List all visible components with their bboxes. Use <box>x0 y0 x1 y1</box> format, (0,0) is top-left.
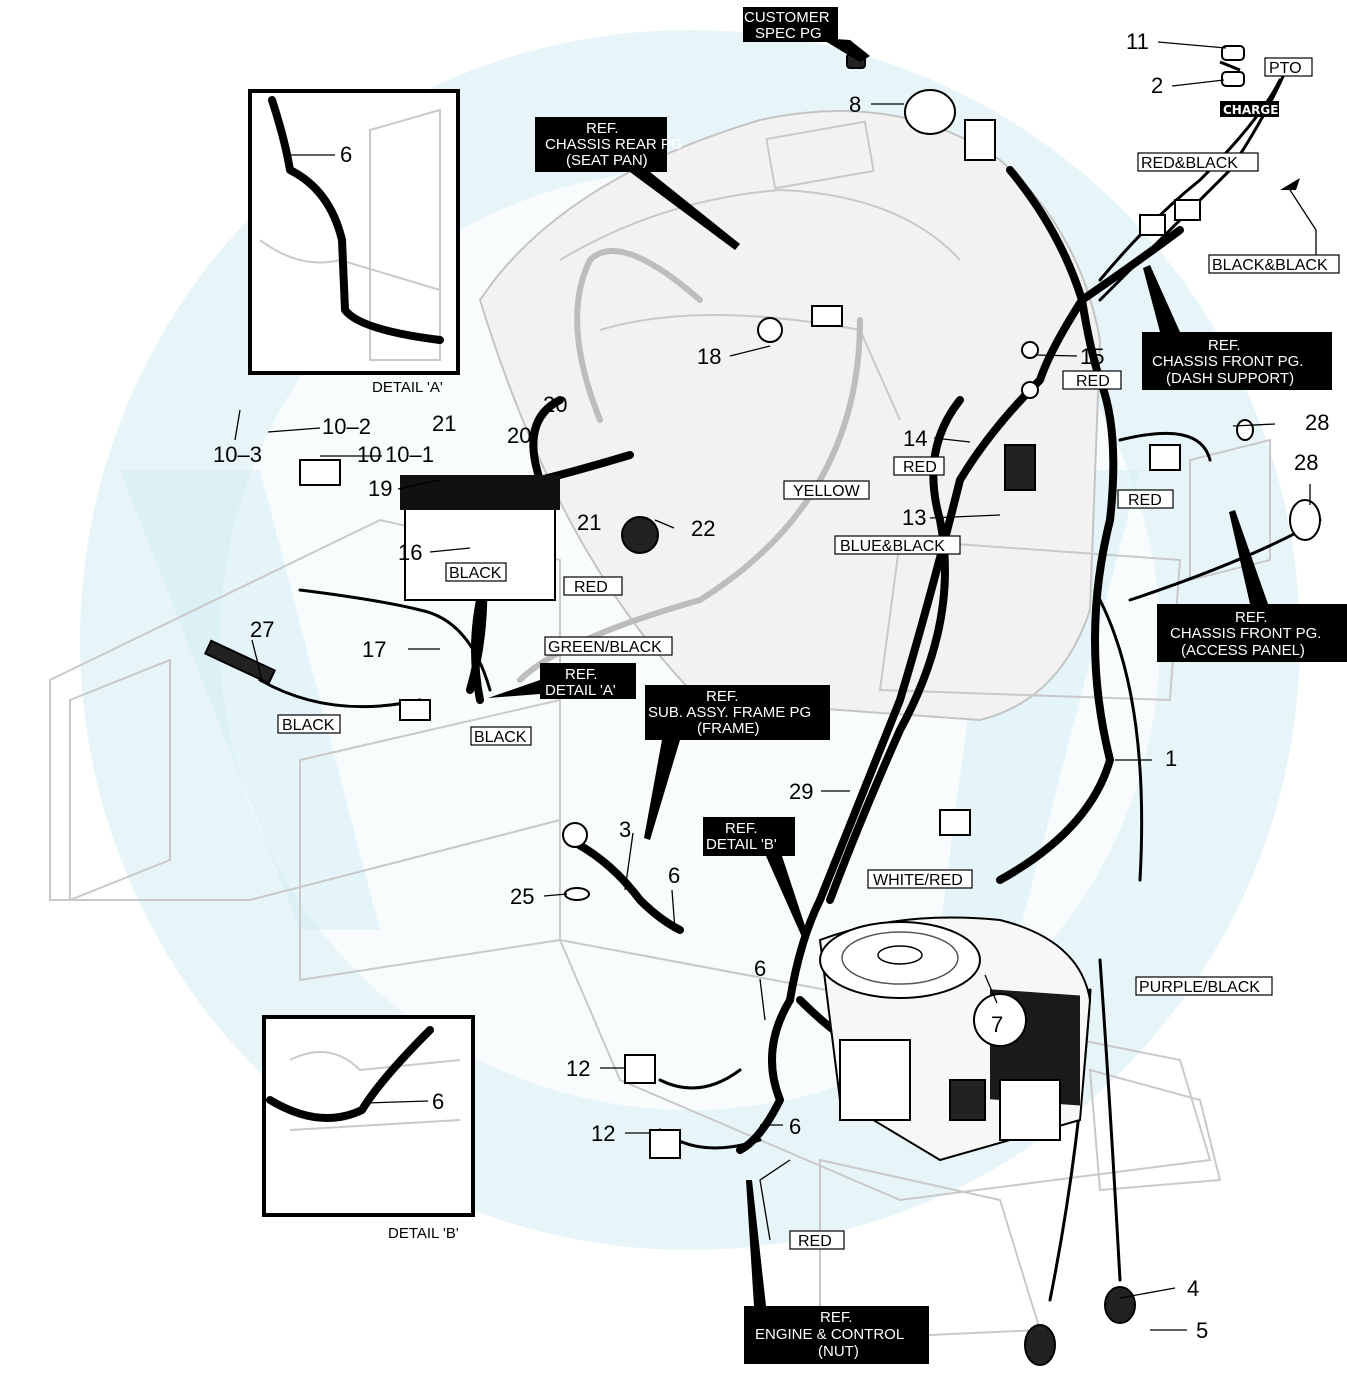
tag-green-black: GREEN/BLACK <box>548 639 662 656</box>
ref-frame-line2: SUB. ASSY. FRAME PG <box>648 704 811 721</box>
callout-12-lower: 12 <box>591 1121 615 1146</box>
tag-black-lower: BLACK <box>474 729 527 746</box>
callout-7: 7 <box>991 1012 1003 1037</box>
ref-detail-a-line1: REF. <box>565 666 598 683</box>
ref-detail-a-line2: DETAIL 'A' <box>545 682 616 699</box>
ref-access-line2: CHASSIS FRONT PG. <box>1170 625 1321 642</box>
callout-28-lower: 28 <box>1294 450 1318 475</box>
ref-dash-line1: REF. <box>1208 337 1241 354</box>
tag-black-black: BLACK&BLACK <box>1212 257 1328 274</box>
tag-pto: PTO <box>1269 60 1302 77</box>
callout-16: 16 <box>398 540 422 565</box>
solenoid <box>1004 444 1036 491</box>
callout-2: 2 <box>1151 73 1163 98</box>
callout-22: 22 <box>691 516 715 541</box>
callout-15: 15 <box>1080 344 1104 369</box>
callout-19: 19 <box>368 476 392 501</box>
callout-12-upper: 12 <box>566 1056 590 1081</box>
ref-detail-b-line1: REF. <box>725 820 758 837</box>
ref-frame-line1: REF. <box>706 688 739 705</box>
detail-a-caption: DETAIL 'A' <box>372 379 443 396</box>
ref-dash-line3: (DASH SUPPORT) <box>1166 370 1294 387</box>
ref-engine-line1: REF. <box>820 1309 853 1326</box>
callout-3: 3 <box>619 817 631 842</box>
callout-13: 13 <box>902 505 926 530</box>
tag-red-14: RED <box>903 459 937 476</box>
callout-18: 18 <box>697 344 721 369</box>
callout-11: 11 <box>1126 29 1149 54</box>
callout-20-lower: 20 <box>507 423 531 448</box>
ref-engine-line2: ENGINE & CONTROL <box>755 1326 904 1343</box>
callout-4: 4 <box>1187 1276 1199 1301</box>
callout-6-engine-top: 6 <box>754 956 766 981</box>
ref-seat-pan-line1: REF. <box>586 120 619 137</box>
callout-6-frame: 6 <box>668 863 680 888</box>
tag-black-battery: BLACK <box>449 565 502 582</box>
tag-red-black: RED&BLACK <box>1141 155 1238 172</box>
tag-black-left: BLACK <box>282 717 335 734</box>
ref-detail-b-line2: DETAIL 'B' <box>706 836 777 853</box>
ref-frame-line3: (FRAME) <box>697 720 760 737</box>
callout-27: 27 <box>250 617 274 642</box>
callout-25: 25 <box>510 884 534 909</box>
callout-8: 8 <box>849 92 861 117</box>
tag-yellow: YELLOW <box>793 483 861 500</box>
callout-14: 14 <box>903 426 927 451</box>
leader-lines <box>234 41 1311 1331</box>
callout-20-upper: 20 <box>543 392 567 417</box>
ref-access-line1: REF. <box>1235 609 1268 626</box>
ref-customer-line2: SPEC PG <box>755 25 822 42</box>
callout-10-1: 10–1 <box>385 442 434 467</box>
callout-21-lower: 21 <box>577 510 601 535</box>
callout-6-detail-b: 6 <box>432 1089 444 1114</box>
ref-customer-line1: CUSTOMER <box>744 9 830 26</box>
callout-1: 1 <box>1165 746 1177 771</box>
detail-a-inset: 6 <box>248 89 460 375</box>
detail-b-inset: 6 <box>262 1015 475 1217</box>
reference-boxes: CUSTOMER SPEC PG REF. CHASSIS REAR PG. (… <box>488 7 1347 1364</box>
callout-10-3: 10–3 <box>213 442 262 467</box>
ref-engine-line3: (NUT) <box>818 1343 859 1360</box>
ref-dash-line2: CHASSIS FRONT PG. <box>1152 353 1303 370</box>
ignition-switch <box>904 89 956 135</box>
detail-b-caption: DETAIL 'B' <box>388 1225 459 1242</box>
tag-red-nut: RED <box>798 1233 832 1250</box>
ref-access-line3: (ACCESS PANEL) <box>1181 642 1305 659</box>
tag-red-15: RED <box>1076 373 1110 390</box>
tag-red-battery: RED <box>574 579 608 596</box>
callout-10-2: 10–2 <box>322 414 371 439</box>
tag-purple-black: PURPLE/BLACK <box>1139 979 1260 996</box>
callout-17: 17 <box>362 637 386 662</box>
tag-white-red: WHITE/RED <box>873 872 963 889</box>
engine <box>818 916 1092 1162</box>
ref-seat-pan-line3: (SEAT PAN) <box>566 152 648 169</box>
callout-21-upper: 21 <box>432 411 456 436</box>
tag-charge: CHARGE <box>1223 103 1278 117</box>
ref-seat-pan-line2: CHASSIS REAR PG. <box>545 136 687 153</box>
callout-5: 5 <box>1196 1318 1208 1343</box>
seat-switch <box>757 317 783 343</box>
terminal-boot <box>621 516 659 554</box>
callout-28-upper: 28 <box>1305 410 1329 435</box>
wire-color-tags: PTO CHARGE RED&BLACK BLACK&BLACK RED RED… <box>277 57 1340 1250</box>
callout-6-detail-a: 6 <box>340 142 352 167</box>
callout-numbers: 11 2 8 18 15 28 28 14 13 1 29 3 6 25 6 7… <box>213 29 1329 1343</box>
callout-29: 29 <box>789 779 813 804</box>
callout-6-engine-low: 6 <box>789 1114 801 1139</box>
tag-red-right: RED <box>1128 492 1162 509</box>
callout-10: 10 <box>357 442 381 467</box>
tag-blue-black: BLUE&BLACK <box>840 538 945 555</box>
